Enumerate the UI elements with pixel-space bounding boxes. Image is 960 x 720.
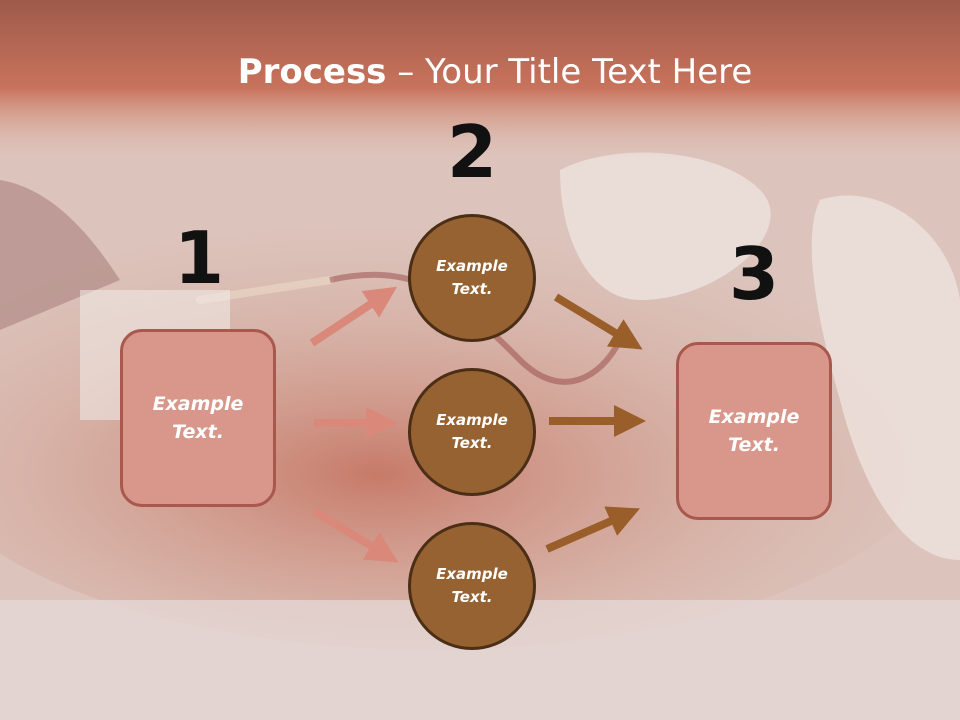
arrow-1-to-2-bottom: [311, 507, 399, 563]
step-1-box: Example Text.: [120, 329, 276, 507]
step-2-circle-bottom: Example Text.: [408, 522, 536, 650]
step-number-2: 2: [446, 110, 498, 194]
step-2-circle-middle: Example Text.: [408, 368, 536, 496]
step-3-box: Example Text.: [676, 342, 832, 520]
title-rest: – Your Title Text Here: [386, 52, 753, 92]
step-1-label: Example Text.: [152, 392, 244, 444]
title-bold: Process: [237, 52, 387, 92]
arrow-1-to-2-top: [309, 286, 398, 347]
arrow-2-bottom-to-3: [545, 506, 640, 553]
step-number-1: 1: [173, 216, 225, 300]
step-3-label: Example Text.: [708, 405, 800, 457]
step-2-circle-top: Example Text.: [408, 214, 536, 342]
step-number-3: 3: [728, 232, 780, 316]
arrow-2-top-to-3: [553, 293, 643, 350]
circle-top-label: Example Text.: [436, 256, 508, 298]
circle-middle-label: Example Text.: [436, 410, 508, 452]
slide-title: Process – Your Title Text Here: [0, 52, 960, 92]
circle-bottom-label: Example Text.: [436, 564, 508, 606]
